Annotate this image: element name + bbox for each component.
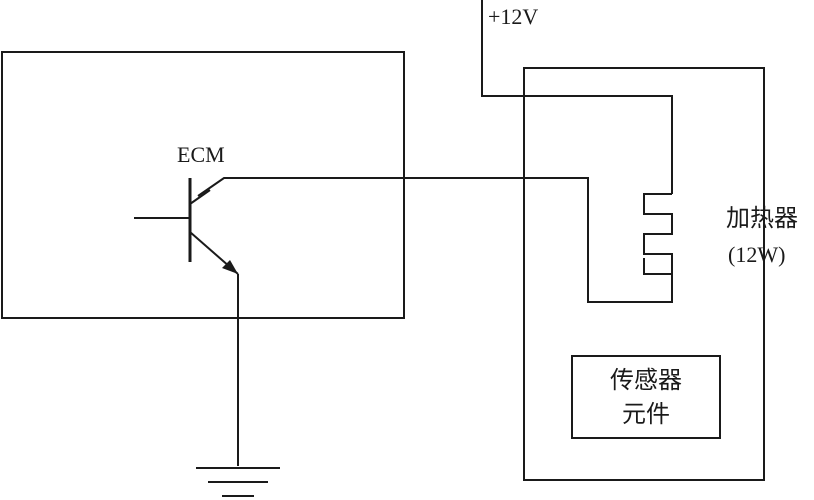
- sensor-element-label-1: 传感器: [610, 366, 682, 394]
- sensor-assembly-box: [523, 67, 765, 481]
- emitter-arrow-icon: [222, 260, 238, 274]
- supply-label: +12V: [488, 4, 538, 29]
- transistor-collector: [189, 189, 211, 205]
- heater-element: [643, 193, 673, 275]
- sensor-element-box: [571, 355, 721, 439]
- heater-return-wire: [197, 177, 673, 303]
- ecm-label: ECM: [177, 142, 225, 167]
- ecm-box: [1, 51, 405, 319]
- ground-icon: [196, 467, 280, 497]
- sensor-element-label-2: 元件: [622, 400, 670, 428]
- supply-wire: [481, 0, 673, 194]
- heater-label: 加热器: [726, 204, 798, 232]
- heater-power-label: (12W): [728, 242, 785, 267]
